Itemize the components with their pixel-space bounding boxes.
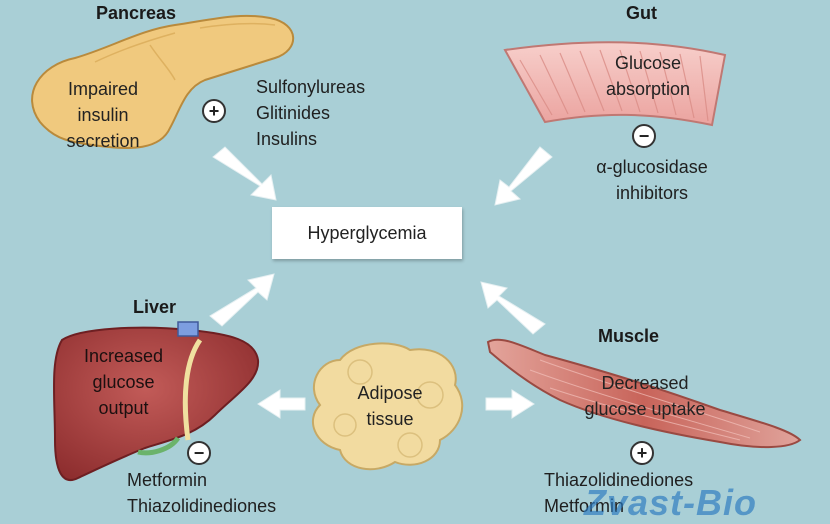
drug-name: inhibitors [615,183,689,203]
pancreas-label-line: secretion [66,131,140,151]
pancreas-organ [31,14,295,150]
arrow-gut-to-center [494,146,553,206]
hyperglycemia-label: Hyperglycemia [307,222,427,243]
gut-label: Glucose absorption [583,50,713,102]
adipose-label: Adipose tissue [335,380,445,432]
gut-heading: Gut [626,3,657,23]
liver-label-line: Increased [83,346,164,366]
drug-name: Thiazolidinediones [127,496,277,516]
drug-name: Metformin [127,470,208,490]
drug-name: Glitinides [256,103,331,123]
pancreas-plus-sign: + [202,99,226,123]
adipose-label-line: tissue [366,409,414,429]
arrow-adipose-to-muscle [485,389,535,419]
pancreas-drugs: Sulfonylureas Glitinides Insulins [256,74,365,152]
drug-name: Metformin [544,496,625,516]
adipose-label-line: Adipose [357,383,423,403]
liver-organ [52,321,260,481]
arrow-pancreas-to-center [212,146,277,201]
drug-name: Thiazolidinediones [544,470,694,490]
drug-name: α-glucosidase [596,157,708,177]
liver-minus-sign: − [187,441,211,465]
gut-minus-sign: − [632,124,656,148]
muscle-drugs: Thiazolidinediones Metformin [544,467,693,519]
pancreas-label: Impaired insulin secretion [48,76,158,154]
drug-name: Insulins [256,129,318,149]
arrow-adipose-to-liver [257,389,306,419]
liver-heading: Liver [133,297,177,317]
adipose-organ [311,342,464,471]
watermark-logo: Zvast-Bio [584,482,758,523]
liver-label-line: output [98,398,149,418]
arrows [209,146,553,419]
muscle-heading: Muscle [598,326,660,346]
gut-label-line: absorption [605,79,691,99]
gut-label-line: Glucose [614,53,682,73]
muscle-label: Decreased glucose uptake [560,370,730,422]
liver-drugs: Metformin Thiazolidinediones [127,467,276,519]
muscle-label-line: Decreased [601,373,689,393]
drug-name: Sulfonylureas [256,77,366,97]
arrow-muscle-to-center [480,281,546,335]
arrow-liver-to-center [209,273,275,327]
hyperglycemia-box: Hyperglycemia [272,207,462,259]
pancreas-label-line: Impaired [67,79,139,99]
muscle-organ [486,338,802,449]
pancreas-label-line: insulin [77,105,129,125]
gut-organ [503,41,727,127]
liver-label-line: glucose [92,372,155,392]
gut-drugs: α-glucosidase inhibitors [578,154,726,206]
muscle-plus-sign: + [630,441,654,465]
liver-label: Increased glucose output [66,343,181,421]
muscle-label-line: glucose uptake [584,399,706,419]
pancreas-heading: Pancreas [96,3,177,23]
